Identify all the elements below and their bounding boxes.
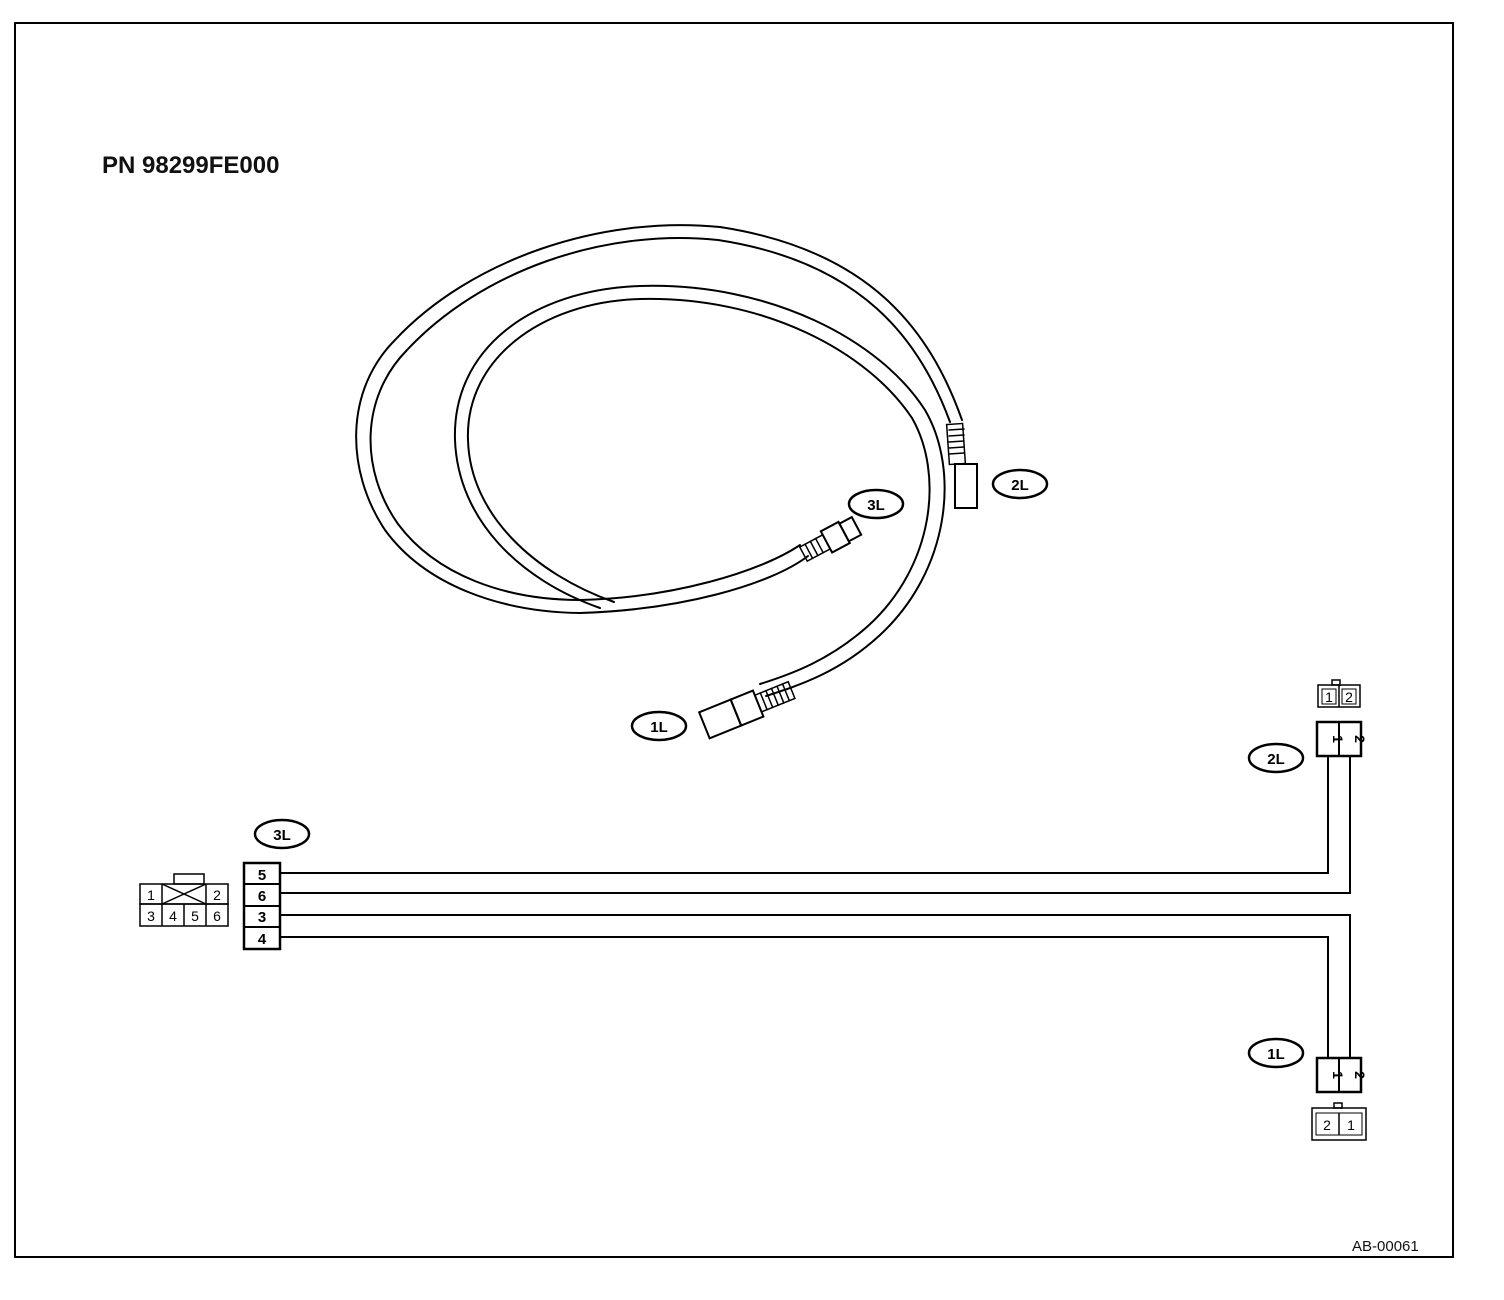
cable-outer-loop — [355, 224, 963, 615]
face-1l-pin-2: 2 — [1323, 1117, 1331, 1133]
connector-2l-face-view: 1 2 — [1317, 679, 1361, 708]
svg-text:3L: 3L — [867, 497, 885, 514]
svg-text:2L: 2L — [1267, 751, 1285, 768]
2l-pin-2: 2 — [1352, 735, 1368, 743]
face-3l-pin-2: 2 — [213, 887, 221, 903]
face-1l-pin-1: 1 — [1347, 1117, 1355, 1133]
face-3l-pin-6: 6 — [213, 908, 221, 924]
connector-2l-illustration — [945, 422, 978, 509]
harness-illustration — [355, 224, 978, 740]
face-3l-pin-1: 1 — [147, 887, 155, 903]
part-number-title: PN 98299FE000 — [102, 152, 280, 179]
connector-1l-pin-block: 1 2 — [1315, 1056, 1368, 1094]
connector-2l-pin-block: 1 2 — [1315, 720, 1368, 758]
callout-1l-top: 1L — [630, 710, 688, 742]
connector-3l-illustration — [798, 515, 863, 563]
cable-inner-loop — [453, 284, 946, 697]
face-2l-pin-2: 2 — [1345, 689, 1353, 705]
callout-2l-schematic: 2L — [1247, 742, 1305, 774]
svg-text:1L: 1L — [1267, 1046, 1285, 1063]
svg-text:2L: 2L — [1011, 477, 1029, 494]
callout-3l-schematic: 3L — [253, 818, 311, 850]
1l-pin-1: 1 — [1330, 1071, 1346, 1079]
drawing-code: AB-00061 — [1352, 1238, 1419, 1255]
svg-text:3L: 3L — [273, 827, 291, 844]
pin-label-6: 6 — [258, 888, 266, 905]
pin-label-4: 4 — [258, 931, 267, 948]
face-3l-pin-4: 4 — [169, 908, 177, 924]
2l-pin-1: 1 — [1330, 735, 1346, 743]
drawing-frame — [14, 22, 1454, 1258]
connector-3l-pin-block: 5 6 3 4 — [242, 861, 282, 951]
callout-2l-top: 2L — [991, 468, 1049, 500]
schematic-wires — [280, 756, 1351, 1058]
face-2l-pin-1: 1 — [1325, 689, 1333, 705]
svg-text:1L: 1L — [650, 719, 668, 736]
connector-1l-illustration — [697, 680, 796, 740]
connector-3l-face-view: 1 2 3 4 5 6 — [139, 873, 229, 927]
face-3l-pin-3: 3 — [147, 908, 155, 924]
face-3l-pin-5: 5 — [191, 908, 199, 924]
pin-label-5: 5 — [258, 867, 266, 884]
callout-3l-top: 3L — [847, 488, 905, 520]
1l-pin-2: 2 — [1352, 1071, 1368, 1079]
connector-1l-face-view: 2 1 — [1311, 1102, 1367, 1141]
pin-label-3: 3 — [258, 909, 266, 926]
callout-1l-schematic: 1L — [1247, 1037, 1305, 1069]
